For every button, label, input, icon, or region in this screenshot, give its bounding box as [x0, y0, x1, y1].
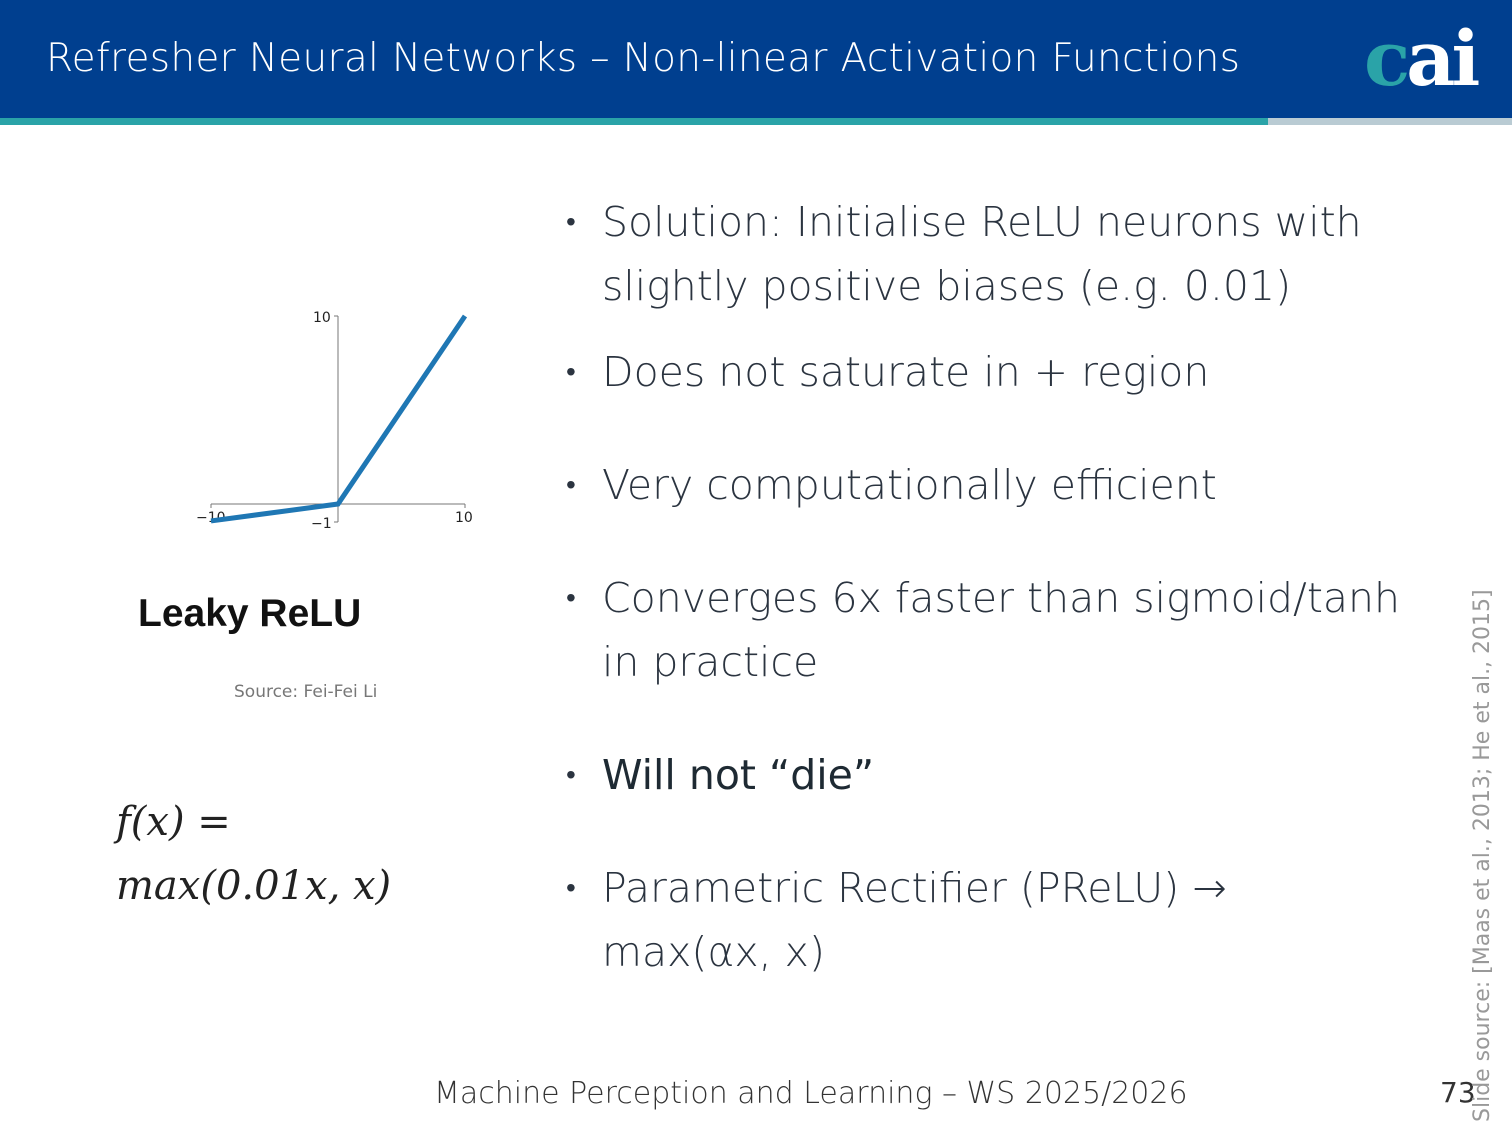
series-line — [210, 314, 468, 524]
y-tick-label: 10 — [313, 310, 331, 326]
formula-line-2: max(0.01x, x) — [116, 863, 392, 909]
figure-title: Leaky ReLU — [138, 592, 362, 635]
formula-line-1: f(x) = — [116, 799, 231, 845]
figure-source: Source: Fei-Fei Li — [234, 682, 378, 702]
accent-strip — [0, 118, 1268, 125]
y-tick-label: −1 — [311, 516, 332, 532]
footer-course: Machine Perception and Learning – WS 202… — [434, 1076, 1188, 1111]
formula: f(x) = max(0.01x, x) — [116, 790, 391, 918]
header-bar: Refresher Neural Networks – Non-linear A… — [0, 0, 1512, 118]
slide-source: Slide source: [Maas et al., 2013; He et … — [1470, 589, 1495, 1122]
slide-title: Refresher Neural Networks – Non-linear A… — [46, 36, 1241, 81]
grey-strip — [1268, 118, 1512, 125]
x-tick-label: 10 — [455, 510, 473, 526]
cai-logo: cai — [1364, 14, 1480, 103]
page-number: 73 — [1440, 1076, 1476, 1109]
leaky-relu-chart: −10 10 10 −1 — [196, 310, 473, 532]
